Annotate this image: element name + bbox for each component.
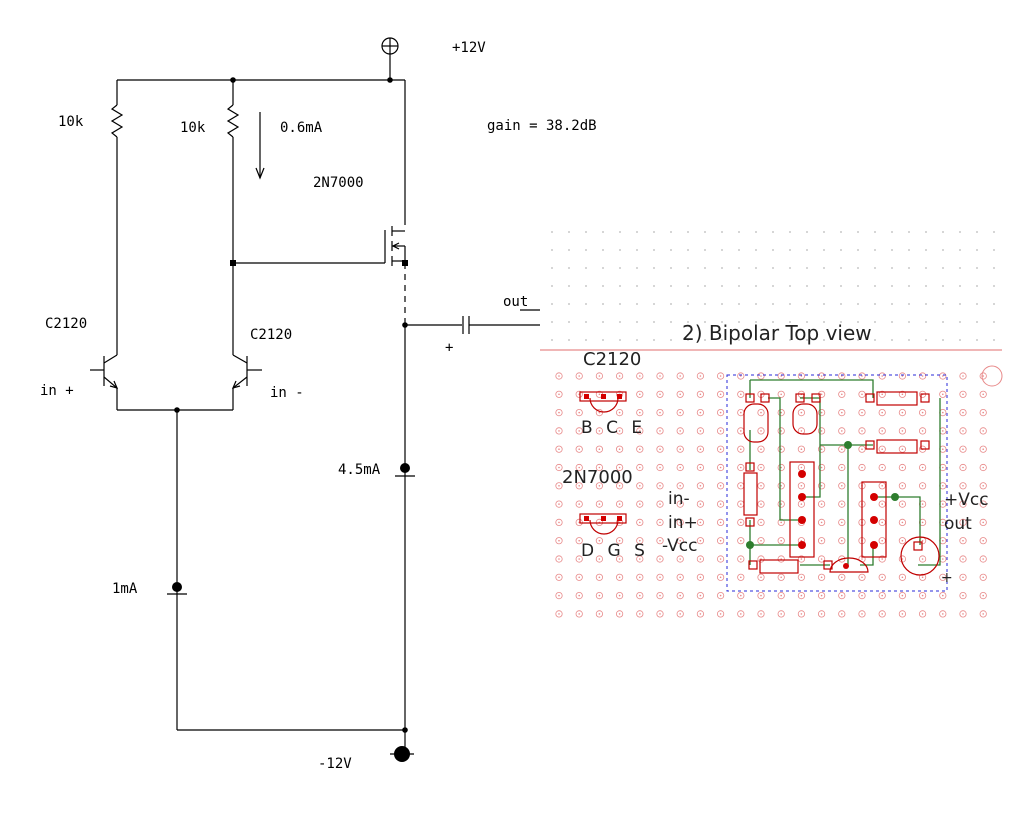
bjt-pins-label: B C E xyxy=(581,418,646,438)
pin-label-plus-vcc: +Vcc xyxy=(944,490,989,510)
board-plus-mark: + xyxy=(941,570,953,586)
schematic-wiring xyxy=(90,60,540,752)
in-plus-label: in + xyxy=(40,383,74,399)
current-out-label: 4.5mA xyxy=(338,462,381,478)
vplus-label: +12V xyxy=(452,40,486,56)
minus-supply-icon xyxy=(390,746,414,762)
bjt-name-label: C2120 xyxy=(583,349,641,370)
resistor-left-label: 10k xyxy=(58,114,84,130)
mounting-hole-icon xyxy=(981,365,1003,387)
pcb-traces xyxy=(746,379,941,566)
pcb-dot-grid xyxy=(551,231,995,341)
in-minus-label: in - xyxy=(270,385,304,401)
mosfet-label: 2N7000 xyxy=(313,175,364,191)
out-label: out xyxy=(503,294,528,310)
current-tail-label: 1mA xyxy=(112,581,138,597)
pcb-panel: 2) Bipolar Top view C2120 B C E 2N7000 D… xyxy=(540,231,1003,618)
board-outline xyxy=(726,374,948,592)
resistor-right-label: 10k xyxy=(180,120,206,136)
cap-plus-label: + xyxy=(445,340,453,356)
fet-footprint-icon xyxy=(579,513,627,535)
pcb-title: 2) Bipolar Top view xyxy=(682,321,872,345)
current-r-label: 0.6mA xyxy=(280,120,323,136)
vminus-label: -12V xyxy=(318,756,352,772)
gain-label: gain = 38.2dB xyxy=(487,118,597,134)
pin-label-in-plus: in+ xyxy=(668,513,698,533)
pcb-ring-grid xyxy=(555,372,987,618)
q-left-label: C2120 xyxy=(45,316,87,332)
plus-supply-icon xyxy=(381,37,399,60)
pin-label-minus-vcc: -Vcc xyxy=(662,536,697,556)
pin-label-in-minus: in- xyxy=(668,489,690,509)
bjt-footprint-icon xyxy=(579,391,627,413)
pin-label-out: out xyxy=(944,514,972,534)
pcb-parts xyxy=(743,391,940,576)
pcb-pads xyxy=(798,470,878,569)
junction-dots xyxy=(172,77,410,733)
fet-pins-label: D G S xyxy=(581,541,649,561)
q-right-label: C2120 xyxy=(250,327,292,343)
fet-name-label: 2N7000 xyxy=(562,467,633,488)
